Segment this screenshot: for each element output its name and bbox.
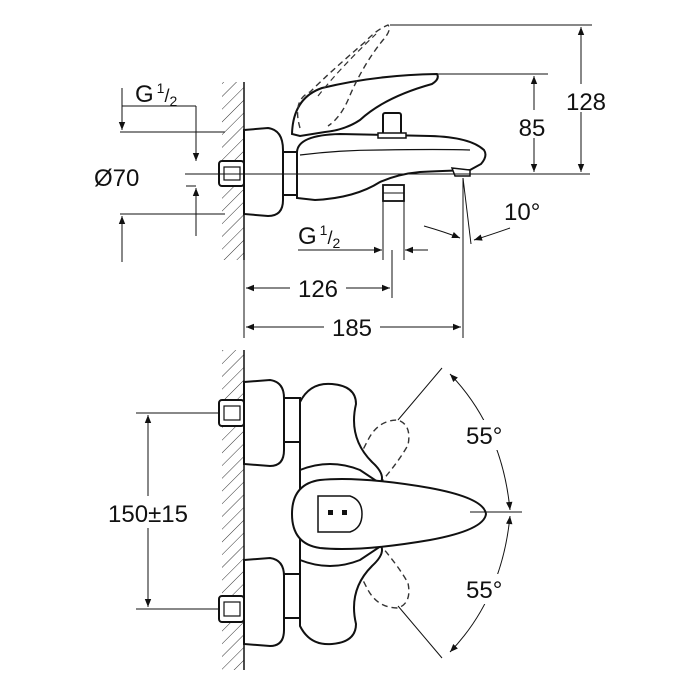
lever-grip-face <box>317 495 363 533</box>
escutcheon-lower <box>243 556 285 648</box>
wall-hatching-front <box>222 350 244 670</box>
stub-upper <box>283 397 301 443</box>
dia-70-label: Ø70 <box>94 165 139 192</box>
angle-10-label: 10° <box>504 199 540 226</box>
spout-contour <box>299 148 471 156</box>
angle-down-label: 55° <box>466 577 502 604</box>
dim-185-label: 185 <box>332 315 372 342</box>
escutcheon-upper <box>243 378 285 468</box>
front-view: 150±15 55° 55° <box>94 350 524 670</box>
spout-angle-line <box>462 177 472 245</box>
stub-lower <box>283 573 301 619</box>
mixer-body-front <box>299 382 383 491</box>
dim-85-label: 85 <box>519 115 546 142</box>
connector-lower-inner <box>223 601 241 617</box>
dim-150-label: 150±15 <box>108 501 188 528</box>
spout-outlet <box>450 167 471 177</box>
angle-arrow-10-left <box>423 225 461 239</box>
lever-raised-ghost-edge <box>317 33 377 97</box>
lever-logo-dot-1 <box>328 510 333 515</box>
escutcheon-side <box>243 126 284 218</box>
dim-126-label: 126 <box>298 276 338 303</box>
diverter-shoulder <box>377 132 407 139</box>
dim-128-label: 128 <box>566 89 606 116</box>
lever-logo-dot-2 <box>342 510 347 515</box>
lever-side <box>290 72 439 138</box>
lever-limit-line-up <box>397 367 443 421</box>
connector-upper-inner <box>223 405 241 421</box>
angle-arrow-10-right <box>473 227 511 241</box>
lever-raised-ghost <box>296 24 390 129</box>
angle-up-label: 55° <box>466 423 502 450</box>
lever-limit-line-down <box>397 605 443 659</box>
